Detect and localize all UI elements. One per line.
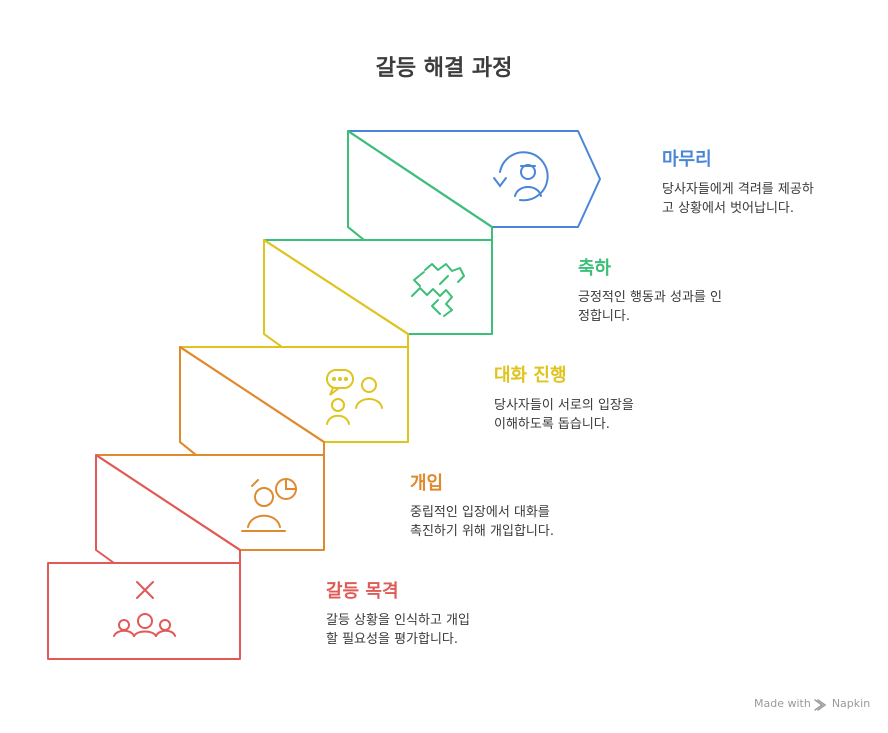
step-1-shape <box>47 454 241 660</box>
person-cycle-icon <box>493 151 549 202</box>
step-4-desc-line-2: 정합니다. <box>578 309 630 324</box>
step-4-desc-line-1: 긍정적인 행동과 성과를 인 <box>578 290 722 305</box>
step-5-description: 당사자들에게 격려를 제공하 고 상황에서 벗어납니다. <box>662 180 814 218</box>
mediator-icon <box>241 478 297 532</box>
napkin-brand: Napkin <box>831 697 871 710</box>
step-2-title: 개입 <box>410 473 444 494</box>
step-2-desc-line-1: 중립적인 입장에서 대화를 <box>410 505 550 520</box>
step-3-title: 대화 진행 <box>494 365 567 386</box>
step-5-desc-line-2: 고 상황에서 벗어납니다. <box>662 201 794 216</box>
step-1-title: 갈등 목격 <box>326 581 399 602</box>
made-with-label: Made with <box>754 697 811 710</box>
step-5-desc-line-1: 당사자들에게 격려를 제공하 <box>662 182 814 197</box>
step-1-desc-line-2: 할 필요성을 평가합니다. <box>326 632 458 647</box>
step-3-desc-line-1: 당사자들이 서로의 입장을 <box>494 398 634 413</box>
step-5-shape <box>347 130 601 241</box>
step-1-desc-line-1: 갈등 상황을 인식하고 개입 <box>326 613 470 628</box>
step-2-description: 중립적인 입장에서 대화를 촉진하기 위해 개입합니다. <box>410 503 554 541</box>
step-5-title: 마무리 <box>662 149 712 170</box>
made-with-napkin[interactable]: Made with Napkin <box>754 697 870 710</box>
step-1-description: 갈등 상황을 인식하고 개입 할 필요성을 평가합니다. <box>326 611 470 649</box>
conversation-icon <box>326 369 383 425</box>
step-3-desc-line-2: 이해하도록 돕습니다. <box>494 417 610 432</box>
diagram-title: 갈등 해결 과정 <box>375 56 513 81</box>
step-2-desc-line-2: 촉진하기 위해 개입합니다. <box>410 524 554 539</box>
handshake-icon <box>411 263 465 317</box>
step-4-title: 축하 <box>578 258 612 279</box>
step-3-description: 당사자들이 서로의 입장을 이해하도록 돕습니다. <box>494 396 634 434</box>
step-4-description: 긍정적인 행동과 성과를 인 정합니다. <box>578 288 722 326</box>
conflict-group-icon <box>113 581 176 637</box>
napkin-logo-icon <box>814 699 827 711</box>
